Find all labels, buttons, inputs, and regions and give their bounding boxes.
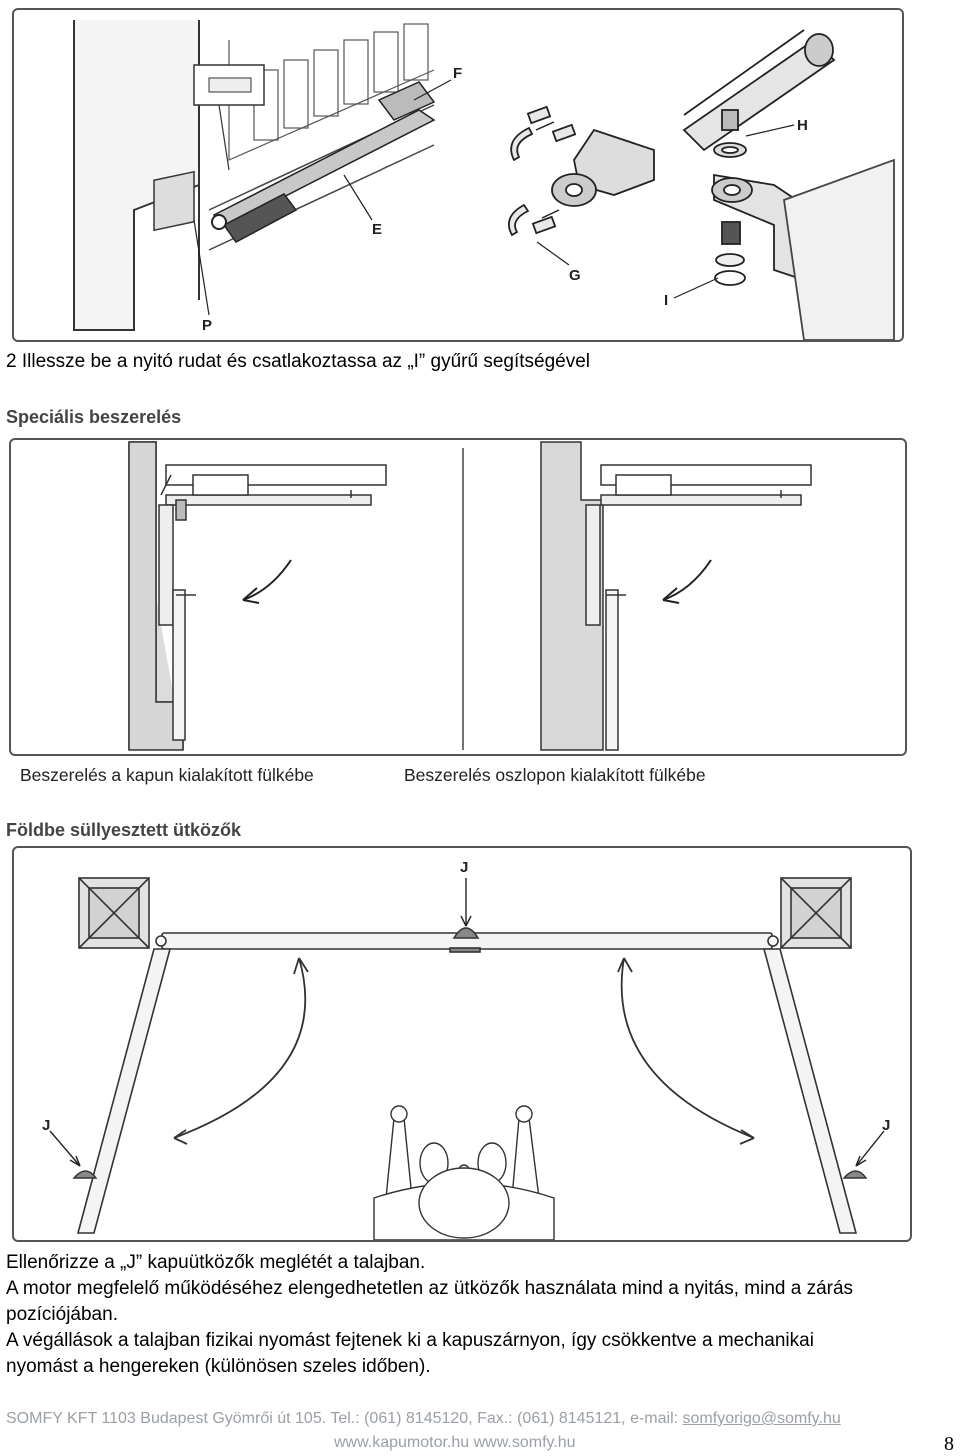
leader-arrows [49,878,885,1167]
footer-email-link[interactable]: somfyorigo@somfy.hu [682,1410,841,1427]
figure-ground-stops: J J J [12,846,912,1242]
label-j-right: J [882,1117,890,1134]
rail-and-hinge [682,29,895,340]
section-title-ground-stops: Földbe süllyesztett ütközők [6,820,242,840]
gate-panels [253,23,429,141]
label-j-left: J [42,1117,50,1134]
label-f: F [453,65,462,82]
motor-e [212,81,436,243]
page-number: 8 [944,1433,954,1455]
swing-arcs [173,957,755,1145]
label-h: H [797,117,808,134]
footer-websites[interactable]: www.kapumotor.hu www.somfy.hu [334,1434,576,1451]
footer-address: SOMFY KFT 1103 Budapest Gyömrői út 105. … [6,1410,683,1427]
label-e: E [372,221,382,238]
stop-markers [72,1170,868,1179]
body-line-4: A végállások a talajban fizikai nyomást … [6,1330,814,1351]
body-line-5: nyomást a hengereken (különösen szeles i… [6,1356,431,1377]
body-line-1: Ellenőrizze a „J” kapuütközők meglétét a… [6,1252,426,1273]
caption-left-niche: Beszerelés a kapun kialakított fülkébe [20,765,314,785]
label-i: I [664,292,668,309]
niche-left-diagram [128,441,387,751]
pillars [78,877,852,949]
closed-leaves [155,927,779,953]
body-line-3: pozíciójában. [6,1304,118,1325]
step-caption: 2 Illessze be a nyitó rudat és csatlakoz… [6,351,591,372]
label-j-top: J [460,859,468,876]
ground-stops-diagram: J J J [42,859,890,1240]
car-outline [373,1105,555,1240]
figure-installation-detail: P F E G [12,8,904,342]
figure-niche-installation [9,438,907,756]
open-leaves [76,948,858,1234]
body-line-2: A motor megfelelő működéséhez elengedhet… [6,1278,854,1299]
footer-contact: SOMFY KFT 1103 Budapest Gyömrői út 105. … [6,1410,841,1428]
section-title-special: Speciális beszerelés [6,407,182,427]
niche-diagram [128,441,812,751]
label-g: G [569,267,581,284]
niche-right-diagram [540,441,812,751]
clip-parts [508,105,655,237]
label-p: P [202,317,212,334]
caption-right-niche: Beszerelés oszlopon kialakított fülkébe [404,765,706,785]
installation-illustration: P F E G [73,20,895,340]
